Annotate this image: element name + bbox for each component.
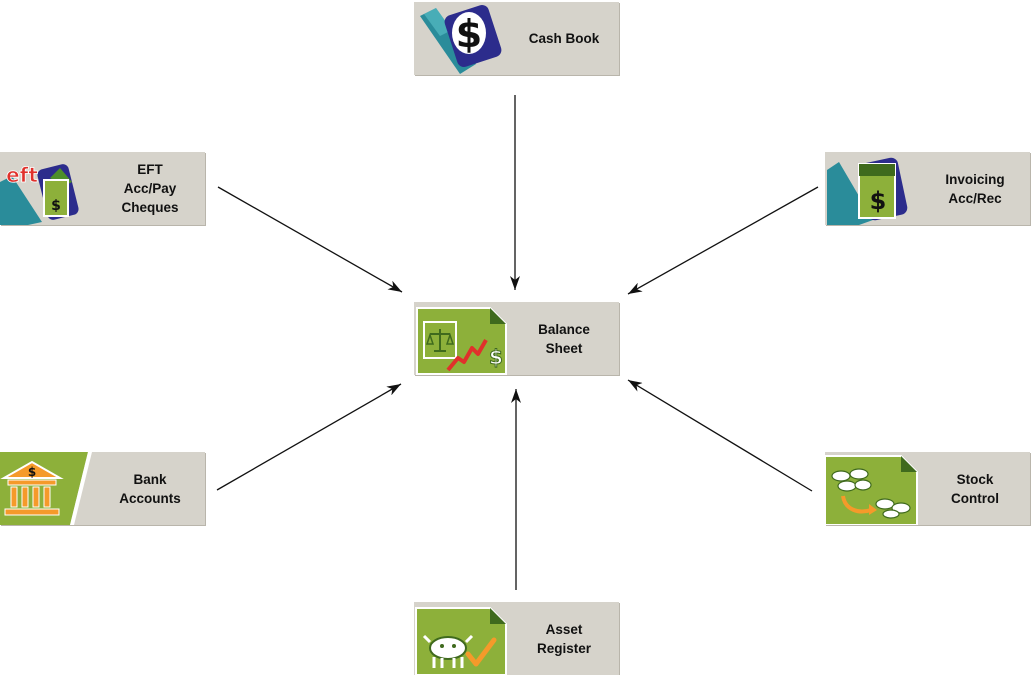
bank-icon: $ [0, 452, 95, 525]
arrow-invoicing-to-balance-sheet [627, 186, 819, 295]
livestock-icon [825, 452, 920, 525]
cash-book-icon: $ [414, 2, 509, 75]
bank-accounts-label: Bank Accounts [119, 471, 181, 506]
asset-register-label: Asset Register [536, 621, 592, 656]
cash-book-box[interactable]: $ Cash Book [414, 2, 619, 75]
svg-text:$: $ [870, 187, 887, 215]
svg-text:$: $ [28, 465, 36, 479]
balance-sheet-box[interactable]: $ Balance Sheet [414, 302, 619, 375]
bank-accounts-box[interactable]: $ Bank Accounts [0, 452, 205, 525]
svg-text:$: $ [456, 12, 482, 56]
balance-sheet-label: Balance Sheet [538, 321, 590, 356]
cash-book-label: Cash Book [528, 31, 600, 46]
stock-control-label: Stock Control [951, 471, 999, 506]
asset-register-box[interactable]: Asset Register [414, 602, 619, 675]
eft-box[interactable]: $ eft EFT Acc/Pay Cheques [0, 152, 205, 225]
eft-icon: $ eft [0, 152, 95, 225]
invoicing-box[interactable]: $ Invoicing Acc/Rec [825, 152, 1030, 225]
balance-sheet-icon: $ [414, 302, 509, 375]
svg-text:eft: eft [6, 163, 38, 187]
arrow-stock-control-to-balance-sheet [627, 379, 813, 492]
asset-icon [414, 602, 509, 675]
eft-label: EFT Acc/Pay Cheques [121, 162, 179, 215]
invoicing-label: Invoicing Acc/Rec [945, 171, 1005, 206]
invoice-icon: $ [825, 152, 920, 225]
arrow-eft-to-balance-sheet [217, 186, 403, 293]
arrow-bank-accounts-to-balance-sheet [216, 383, 402, 491]
svg-text:$: $ [489, 345, 503, 369]
svg-text:$: $ [51, 198, 61, 214]
stock-control-box[interactable]: Stock Control [825, 452, 1030, 525]
